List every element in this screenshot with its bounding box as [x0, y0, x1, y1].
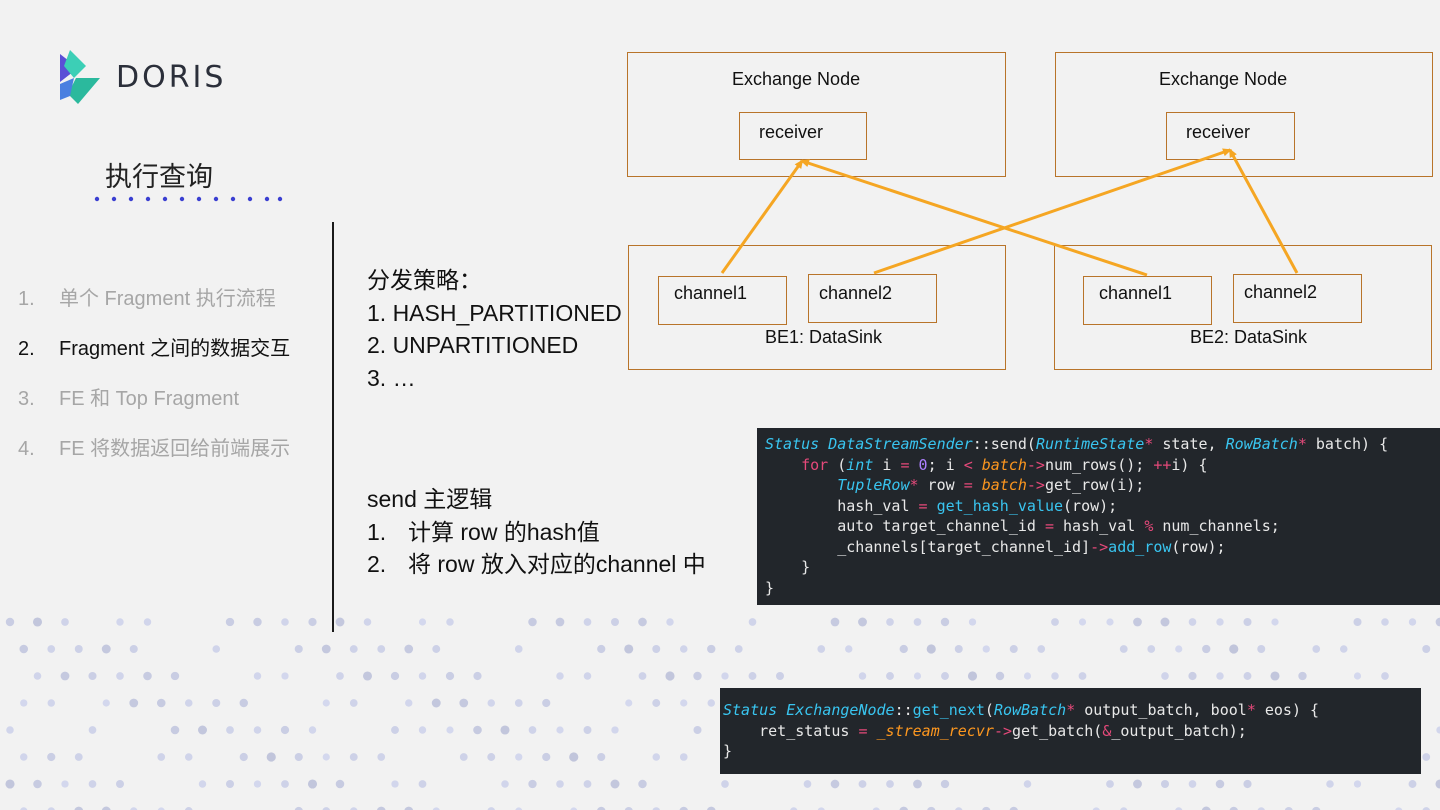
receiver-2-label: receiver: [1186, 122, 1251, 142]
exchange-node-2-title: Exchange Node: [1159, 69, 1288, 89]
send-logic-block: send 主逻辑 1. 计算 row 的hash值 2. 将 row 放入对应的…: [367, 483, 706, 581]
code-line: ret_status = _stream_recvr->get_batch(&_…: [723, 721, 1247, 740]
agenda-item-label: FE 将数据返回给前端展示: [59, 438, 291, 460]
be1-channel2-label: channel2: [819, 283, 893, 303]
agenda-item-2[interactable]: 2. Fragment 之间的数据交互: [18, 333, 328, 383]
agenda-item-number: 4.: [18, 438, 35, 460]
agenda-item-label: 单个 Fragment 执行流程: [59, 288, 276, 310]
exchange-node-1-title: Exchange Node: [732, 69, 861, 89]
code-line: Status DataStreamSender::send(RuntimeSta…: [765, 435, 1389, 453]
strategy-item: 2. UNPARTITIONED: [367, 332, 579, 358]
be2-channel1-label: channel1: [1099, 283, 1173, 303]
send-logic-item: 1. 计算 row 的hash值: [367, 516, 706, 549]
title-underline-dots: [94, 196, 283, 202]
code-line: for (int i = 0; i < batch->num_rows(); +…: [801, 455, 1208, 474]
be2-channel2-box: [1233, 274, 1362, 323]
section-title: 执行查询: [105, 162, 213, 192]
send-logic-item-text: 计算 row 的hash值: [408, 518, 600, 545]
code-line: _channels[target_channel_id]->add_row(ro…: [765, 537, 1226, 556]
agenda-item-number: 1.: [18, 288, 35, 310]
be2-channel2-label: channel2: [1244, 282, 1318, 302]
agenda-list: 1. 单个 Fragment 执行流程 2. Fragment 之间的数据交互 …: [18, 283, 328, 483]
strategy-title: 分发策略：: [367, 267, 482, 293]
agenda-item-label: FE 和 Top Fragment: [59, 388, 240, 410]
code-line: }: [765, 578, 775, 597]
send-logic-title: send 主逻辑: [367, 486, 493, 512]
agenda-item-number: 3.: [18, 388, 35, 410]
doris-logo-icon: [60, 50, 100, 104]
code-line: TupleRow* row = batch->get_row(i);: [837, 476, 1145, 494]
send-logic-item: 2. 将 row 放入对应的channel 中: [367, 548, 706, 581]
send-logic-item-number: 1.: [367, 518, 387, 545]
be2-datasink-label: BE2: DataSink: [1190, 327, 1308, 347]
agenda-item-4[interactable]: 4. FE 将数据返回给前端展示: [18, 433, 328, 483]
strategy-block: 分发策略： 1. HASH_PARTITIONED 2. UNPARTITION…: [367, 264, 622, 394]
be1-datasink-label: BE1: DataSink: [765, 327, 883, 347]
strategy-item: 3. …: [367, 364, 416, 391]
vertical-divider: [332, 222, 334, 632]
be1-channel1-label: channel1: [674, 283, 748, 303]
code-line: hash_val = get_hash_value(row);: [765, 496, 1118, 515]
code-block-get-next: Status ExchangeNode::get_next(RowBatch* …: [720, 688, 1421, 774]
code-line: auto target_channel_id = hash_val % num_…: [765, 517, 1280, 535]
send-logic-item-number: 2.: [367, 551, 387, 577]
code-line: }: [765, 558, 811, 576]
code-block-send: Status DataStreamSender::send(RuntimeSta…: [757, 428, 1440, 605]
agenda-item-1[interactable]: 1. 单个 Fragment 执行流程: [18, 283, 328, 333]
logo-text: DORIS: [116, 60, 227, 95]
agenda-item-number: 2.: [18, 338, 35, 360]
agenda-item-label: Fragment 之间的数据交互: [59, 338, 291, 360]
strategy-item: 1. HASH_PARTITIONED: [367, 299, 622, 326]
be1-channel1-box: [658, 276, 787, 325]
code-line: Status ExchangeNode::get_next(RowBatch* …: [723, 701, 1320, 719]
be2-channel1-box: [1083, 276, 1212, 325]
receiver-1-label: receiver: [759, 122, 824, 142]
send-logic-item-text: 将 row 放入对应的channel 中: [408, 551, 706, 577]
agenda-item-3[interactable]: 3. FE 和 Top Fragment: [18, 383, 328, 433]
code-line: }: [723, 742, 733, 760]
